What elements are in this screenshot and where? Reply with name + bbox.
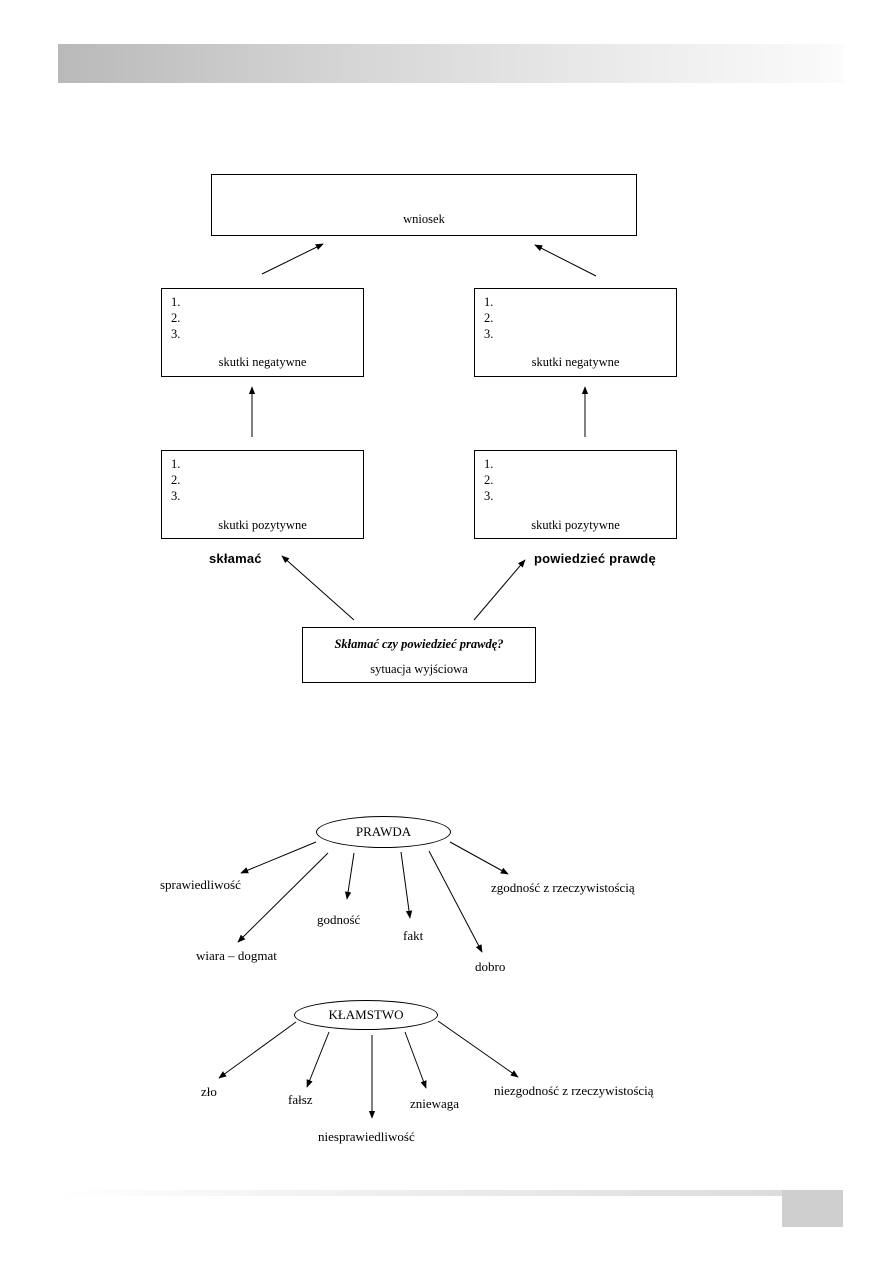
- option-truth-label: powiedzieć prawdę: [534, 551, 656, 566]
- truth-branch: zgodność z rzeczywistością: [491, 880, 635, 895]
- numbered-list: 1. 2. 3.: [484, 294, 493, 342]
- arrow-lie-reality: [437, 1020, 519, 1078]
- list-number: 2.: [171, 311, 181, 325]
- list-number: 1.: [171, 457, 181, 471]
- arrow-truth-justice: [240, 841, 317, 874]
- list-number: 3.: [484, 489, 494, 503]
- conclusion-box: wniosek: [211, 174, 637, 236]
- list-number: 3.: [171, 489, 181, 503]
- negative-effects-box-right: 1. 2. 3. skutki negatywne: [474, 288, 677, 377]
- lie-center-label: KŁAMSTWO: [328, 1007, 404, 1022]
- truth-branch: sprawiedliwość: [160, 877, 241, 892]
- list-number: 3.: [171, 327, 181, 341]
- start-situation-box: Skłamać czy powiedzieć prawdę? sytuacja …: [302, 627, 536, 683]
- footer-page-box: [782, 1190, 843, 1227]
- arrow-left-neg-to-conclusion: [261, 243, 324, 275]
- numbered-list: 1. 2. 3.: [484, 456, 493, 504]
- list-number: 2.: [484, 473, 494, 487]
- lie-center-ellipse: KŁAMSTWO: [294, 1000, 438, 1030]
- start-question: Skłamać czy powiedzieć prawdę?: [334, 637, 504, 651]
- truth-branch: wiara – dogmat: [196, 948, 277, 963]
- header-band: [58, 44, 843, 83]
- conclusion-label: wniosek: [403, 212, 445, 226]
- truth-branch: fakt: [403, 928, 424, 943]
- positive-effects-label: skutki pozytywne: [531, 518, 620, 532]
- arrow-start-to-truth: [473, 559, 526, 621]
- truth-center-label: PRAWDA: [355, 824, 412, 839]
- negative-effects-label: skutki negatywne: [218, 355, 307, 369]
- positive-effects-box-left: 1. 2. 3. skutki pozytywne: [161, 450, 364, 539]
- lie-branch: niezgodność z rzeczywistością: [494, 1083, 654, 1098]
- arrow-lie-falsehood: [306, 1031, 330, 1088]
- footer-line: [58, 1190, 782, 1196]
- lie-branch: niesprawiedliwość: [318, 1129, 415, 1144]
- arrow-truth-faith: [237, 852, 329, 943]
- arrow-start-to-lie: [281, 555, 355, 621]
- truth-center-ellipse: PRAWDA: [316, 816, 451, 848]
- list-number: 2.: [171, 473, 181, 487]
- list-number: 3.: [484, 327, 494, 341]
- positive-effects-label: skutki pozytywne: [218, 518, 307, 532]
- lie-branch: fałsz: [288, 1092, 313, 1107]
- arrow-right-neg-to-conclusion: [534, 244, 597, 277]
- arrow-truth-reality: [449, 841, 509, 875]
- list-number: 1.: [171, 295, 181, 309]
- arrow-lie-evil: [218, 1021, 297, 1079]
- truth-branch: dobro: [475, 959, 506, 974]
- start-caption: sytuacja wyjściowa: [370, 662, 468, 676]
- list-number: 1.: [484, 457, 494, 471]
- arrow-truth-good: [428, 850, 483, 953]
- truth-branch: godność: [317, 912, 361, 927]
- list-number: 2.: [484, 311, 494, 325]
- numbered-list: 1. 2. 3.: [171, 294, 180, 342]
- numbered-list: 1. 2. 3.: [171, 456, 180, 504]
- lie-branch: zniewaga: [410, 1096, 460, 1111]
- negative-effects-box-left: 1. 2. 3. skutki negatywne: [161, 288, 364, 377]
- list-number: 1.: [484, 295, 494, 309]
- arrow-truth-dignity: [344, 852, 355, 900]
- arrow-lie-insult: [404, 1031, 427, 1089]
- arrow-truth-fact: [400, 851, 413, 919]
- lie-branch: zło: [201, 1084, 217, 1099]
- option-lie-label: skłamać: [209, 551, 262, 566]
- positive-effects-box-right: 1. 2. 3. skutki pozytywne: [474, 450, 677, 539]
- negative-effects-label: skutki negatywne: [531, 355, 620, 369]
